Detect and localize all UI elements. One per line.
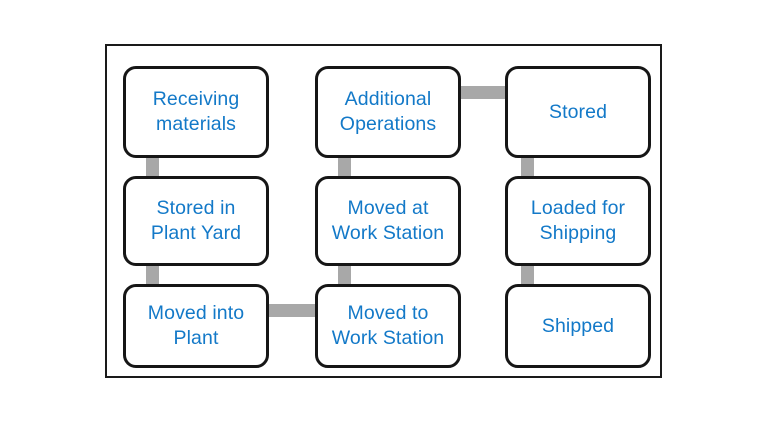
node-loaded-for-shipping[interactable]: Loaded for Shipping bbox=[505, 176, 651, 266]
connector-stored-to-loaded-for-shipping bbox=[521, 153, 534, 177]
node-shipped[interactable]: Shipped bbox=[505, 284, 651, 368]
node-moved-at-work-station[interactable]: Moved at Work Station bbox=[315, 176, 461, 266]
node-additional-operations[interactable]: Additional Operations bbox=[315, 66, 461, 158]
connector-moved-into-plant-to-moved-to-work-station bbox=[262, 304, 319, 317]
connector-receiving-materials-to-stored-in-plant-yard bbox=[146, 153, 159, 177]
connector-stored-in-plant-yard-to-moved-into-plant bbox=[146, 261, 159, 287]
diagram-frame: Receiving materials Additional Operation… bbox=[105, 44, 662, 378]
connector-moved-to-work-station-to-moved-at-work-station bbox=[338, 261, 351, 287]
connector-moved-at-work-station-to-additional-operations bbox=[338, 153, 351, 177]
connector-loaded-for-shipping-to-shipped bbox=[521, 261, 534, 287]
node-stored[interactable]: Stored bbox=[505, 66, 651, 158]
node-moved-to-work-station[interactable]: Moved to Work Station bbox=[315, 284, 461, 368]
node-stored-in-plant-yard[interactable]: Stored in Plant Yard bbox=[123, 176, 269, 266]
connector-additional-operations-to-stored bbox=[454, 86, 510, 99]
node-moved-into-plant[interactable]: Moved into Plant bbox=[123, 284, 269, 368]
node-receiving-materials[interactable]: Receiving materials bbox=[123, 66, 269, 158]
